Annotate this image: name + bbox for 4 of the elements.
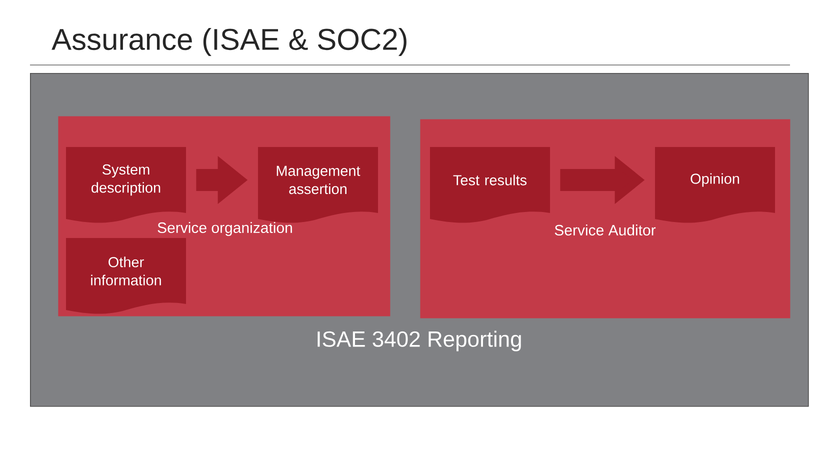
- panel-label: ISAE 3402 Reporting: [318, 330, 521, 352]
- group-label: Service Auditor: [554, 224, 656, 236]
- title: Assurance (ISAE & SOC2): [52, 28, 406, 56]
- group-label: Service organization: [158, 222, 292, 236]
